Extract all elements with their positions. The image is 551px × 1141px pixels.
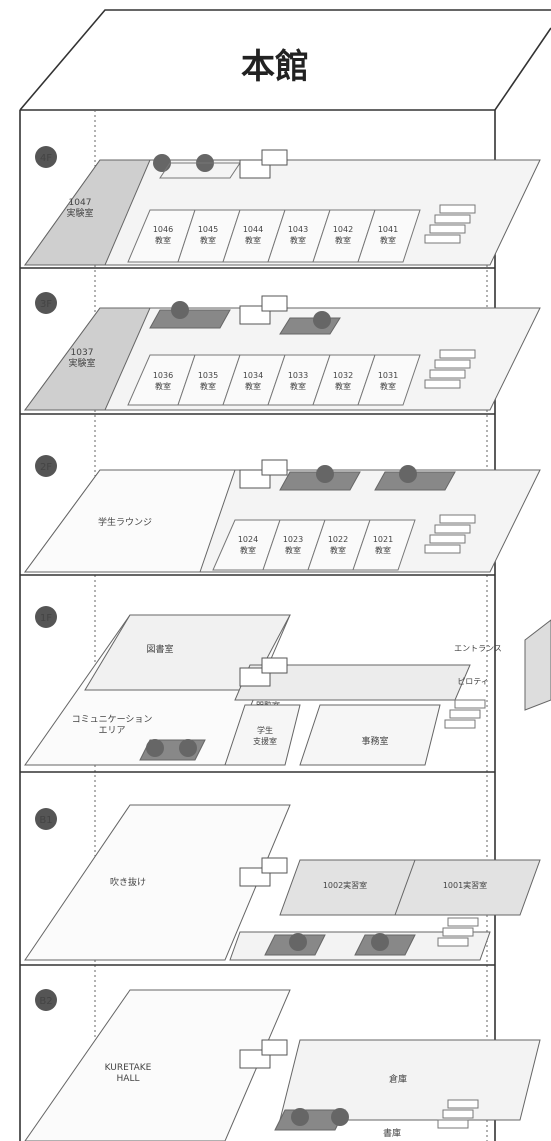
- stairs-icon: [437, 1099, 479, 1129]
- restroom-icon: [153, 154, 241, 179]
- floor-badge-4f: [35, 146, 57, 168]
- restroom-icon: [279, 465, 456, 491]
- elevator-icon: [239, 1039, 288, 1069]
- restroom-icon: [274, 1108, 349, 1131]
- stairs-icon: [437, 917, 479, 947]
- atrium-label: 吹き抜け: [110, 876, 146, 888]
- floor-badge-label: B2: [39, 996, 52, 1007]
- floor-b1: B1 吹き抜け 1002実習室 1001実習室: [24, 804, 541, 961]
- rooms-3f: [127, 354, 421, 406]
- elevator-icon: [239, 857, 288, 887]
- elevator-icon: [239, 657, 288, 687]
- communication-area-label: コミュニケーションエリア: [72, 714, 153, 736]
- floor-badge-2f: [35, 455, 57, 477]
- storage-label: 倉庫: [389, 1073, 407, 1085]
- lounge-label: 学生ラウンジ: [98, 516, 152, 528]
- floor-badge-3f: [35, 292, 57, 314]
- elevator-icon: [239, 295, 288, 325]
- floor-badge-label: 2F: [40, 462, 52, 473]
- stairs-icon: [444, 699, 486, 729]
- floor-badge-b2: [35, 989, 57, 1011]
- office-label: 事務室: [361, 735, 388, 747]
- guide-lines: [94, 110, 488, 1141]
- stock-label: 書庫: [383, 1127, 401, 1139]
- lab-a-label: 1002実習室: [323, 880, 367, 890]
- elevator-icon: [239, 149, 288, 179]
- student-support-label: 学生支援室: [253, 725, 277, 746]
- stairs-icon: [424, 204, 476, 244]
- floor-badge-label: 4F: [40, 153, 52, 164]
- building-title: 本館: [241, 47, 309, 87]
- elevator-icon: [239, 459, 288, 489]
- pilotis-label: ピロティ: [457, 677, 489, 686]
- floor-badge-label: 3F: [40, 299, 52, 310]
- building-shell: [19, 9, 551, 1141]
- restroom-icon: [139, 739, 206, 761]
- rooms-2f: [212, 519, 416, 571]
- restroom-icon: [264, 933, 416, 956]
- stairs-icon: [424, 349, 476, 389]
- floor-badge-1f: [35, 606, 57, 628]
- floor-badge-label: B1: [39, 815, 52, 826]
- restroom-icon: [149, 301, 341, 335]
- entrance-block: [524, 619, 551, 711]
- entrance-label: エントランス: [454, 644, 502, 653]
- rooms-4f: [127, 209, 421, 263]
- lab-b-label: 1001実習室: [443, 880, 487, 890]
- floor-dividers: [20, 267, 495, 966]
- floor-1f: 1F 図書室 コミュニケーションエリア 閲覧室 学生支援室 事務室 エントランス…: [24, 606, 551, 766]
- stairs-icon: [424, 514, 476, 554]
- floor-badge-label: 1F: [40, 613, 52, 624]
- floor-badge-b1: [35, 808, 57, 830]
- library-label: 図書室: [146, 643, 173, 655]
